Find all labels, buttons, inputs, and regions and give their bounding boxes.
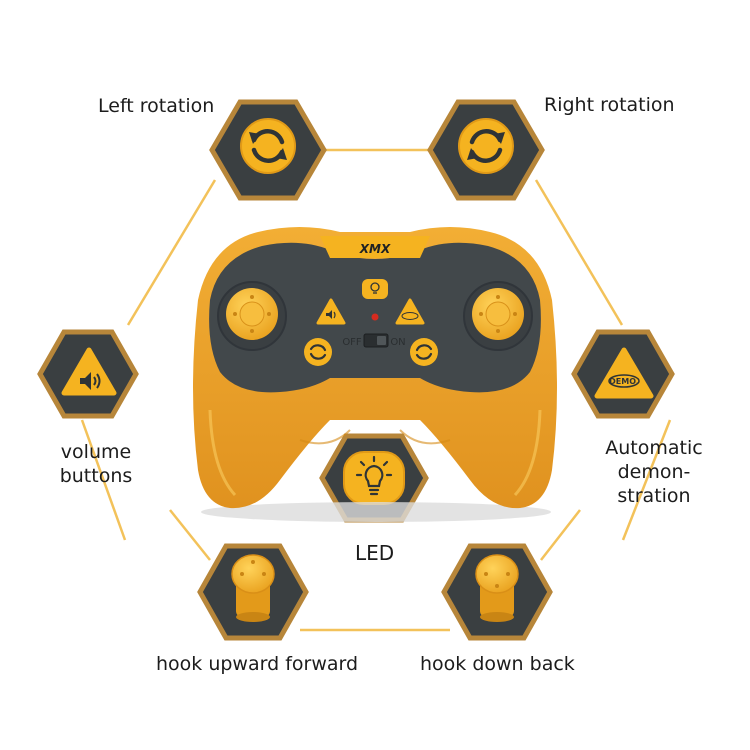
demo-icon: DEMO. [608, 374, 640, 388]
power-switch[interactable]: OFF ON [342, 333, 406, 348]
label-volume-buttons: volume buttons [59, 441, 133, 487]
hex-demo: DEMO. [571, 329, 675, 419]
volume-button[interactable] [316, 298, 346, 325]
right-joystick[interactable] [463, 281, 533, 351]
led-button[interactable] [362, 279, 388, 299]
label-left-rotation: Left rotation [98, 95, 215, 117]
rotate-right-icon [415, 344, 433, 360]
demo-badge-text: DEMO. [609, 377, 639, 386]
demo-icon [401, 312, 419, 320]
led-bulb-icon [370, 282, 380, 294]
left-rotation-button[interactable] [304, 338, 332, 366]
controller: XMX [193, 227, 557, 509]
indicator-light [371, 313, 379, 321]
hex-hook-down [441, 543, 553, 641]
left-joystick[interactable] [217, 281, 287, 351]
joystick-icon [231, 554, 275, 622]
switch-off-label: OFF [342, 337, 362, 348]
volume-icon [80, 372, 101, 390]
hex-left-rotation [209, 99, 327, 201]
hex-right-rotation [427, 99, 545, 201]
label-right-rotation: Right rotation [544, 94, 675, 116]
connector-lines [80, 148, 672, 632]
brand-logo: XMX [359, 242, 391, 256]
right-rotation-button[interactable] [410, 338, 438, 366]
controller-shadow [201, 502, 551, 522]
demo-button[interactable] [395, 298, 425, 325]
label-automatic-demonstration: Automatic demon-stration [605, 437, 703, 507]
joystick-icon [475, 554, 519, 622]
hex-hook-up [197, 543, 309, 641]
volume-icon [326, 310, 336, 319]
led-bulb-icon [355, 455, 393, 496]
rotate-left-icon [309, 344, 327, 360]
label-led: LED [355, 541, 395, 565]
hex-volume [37, 329, 139, 419]
label-hook-upward-forward: hook upward forward [156, 653, 359, 675]
label-hook-down-back: hook down back [420, 653, 575, 675]
switch-on-label: ON [390, 337, 405, 348]
